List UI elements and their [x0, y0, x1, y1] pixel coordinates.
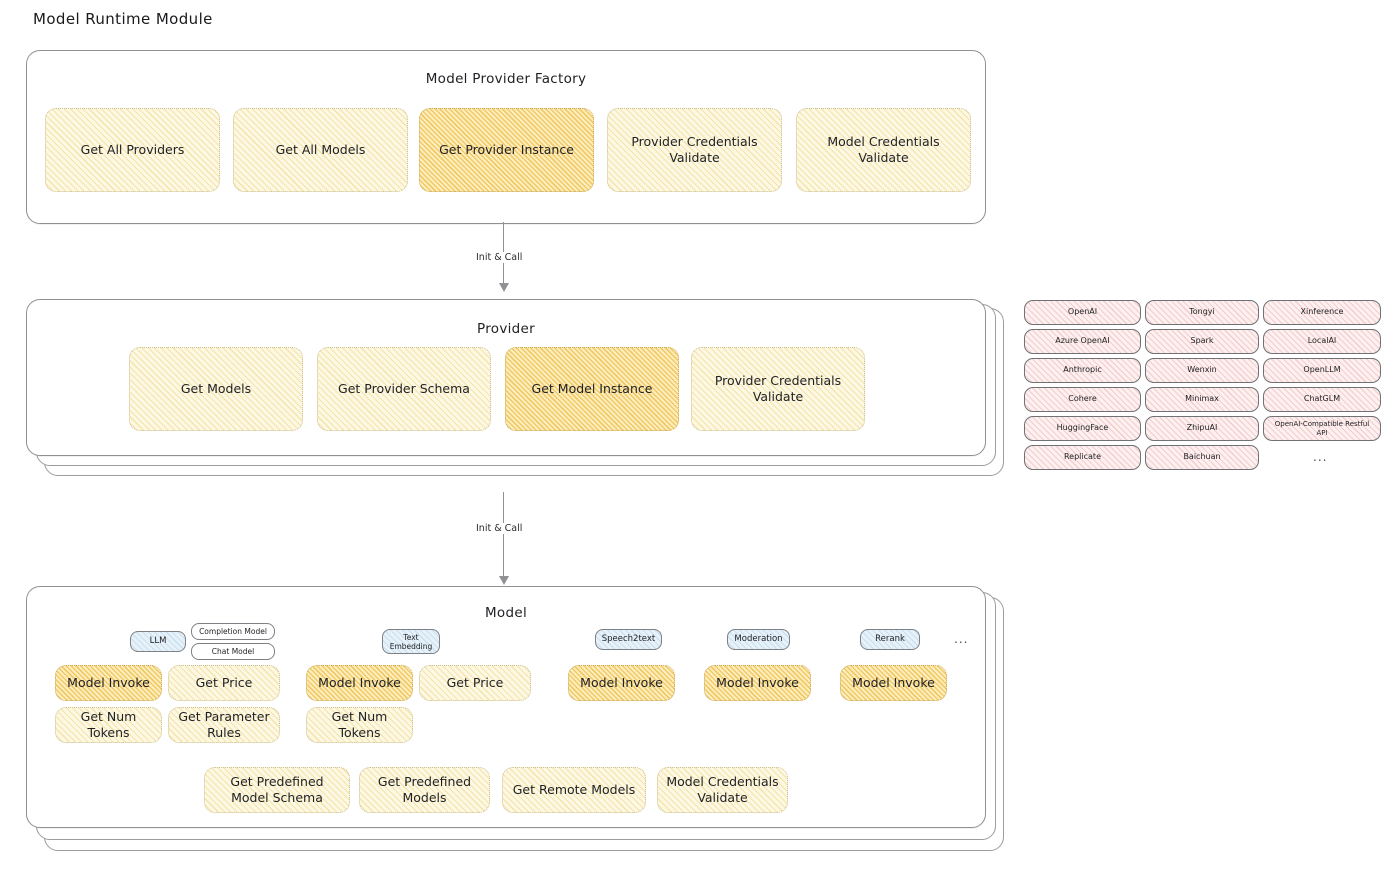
connector-2-label: Init & Call	[472, 523, 527, 534]
provider-pill-cohere[interactable]: Cohere	[1024, 387, 1141, 412]
provider-node-provider-credentials-validate[interactable]: Provider Credentials Validate	[691, 347, 865, 431]
provider-pill-huggingface[interactable]: HuggingFace	[1024, 416, 1141, 441]
provider-title: Provider	[477, 321, 535, 337]
model-sub-badge-chat-model[interactable]: Chat Model	[191, 643, 275, 660]
model-op-speech2text-model-invoke[interactable]: Model Invoke	[568, 665, 675, 701]
provider-list-more: ...	[1313, 450, 1328, 464]
model-type-badge-moderation[interactable]: Moderation	[727, 629, 790, 650]
model-op-llm-model-invoke[interactable]: Model Invoke	[55, 665, 162, 701]
provider-pill-replicate[interactable]: Replicate	[1024, 445, 1141, 470]
provider-pill-baichuan[interactable]: Baichuan	[1145, 445, 1259, 470]
model-op-text-embedding-get-price[interactable]: Get Price	[419, 665, 531, 701]
provider-pill-openllm[interactable]: OpenLLM	[1263, 358, 1381, 383]
provider-pill-openai[interactable]: OpenAI	[1024, 300, 1141, 325]
provider-pill-spark[interactable]: Spark	[1145, 329, 1259, 354]
model-provider-factory-box: Model Provider Factory Get All Providers…	[26, 50, 986, 224]
model-op-llm-get-num-tokens[interactable]: Get Num Tokens	[55, 707, 162, 743]
model-type-badge-text-embedding[interactable]: Text Embedding	[382, 629, 440, 654]
model-op-llm-get-parameter-rules[interactable]: Get Parameter Rules	[168, 707, 280, 743]
model-type-badge-speech2text[interactable]: Speech2text	[595, 629, 662, 650]
factory-node-provider-credentials-validate[interactable]: Provider Credentials Validate	[607, 108, 782, 192]
model-op-get-remote-models[interactable]: Get Remote Models	[502, 767, 646, 813]
provider-box: Provider Get Models Get Provider Schema …	[26, 299, 986, 456]
provider-pill-openai-compatible-restful-api[interactable]: OpenAI-Compatible Restful API	[1263, 416, 1381, 441]
model-op-model-credentials-validate[interactable]: Model Credentials Validate	[657, 767, 788, 813]
model-op-text-embedding-get-num-tokens[interactable]: Get Num Tokens	[306, 707, 413, 743]
provider-node-get-provider-schema[interactable]: Get Provider Schema	[317, 347, 491, 431]
model-title: Model	[484, 605, 528, 621]
model-box: Model LLM Completion Model Chat Model Mo…	[26, 586, 986, 828]
connector-1-label: Init & Call	[472, 252, 527, 263]
model-sub-badge-completion-model[interactable]: Completion Model	[191, 623, 275, 640]
provider-list: OpenAI Azure OpenAI Anthropic Cohere Hug…	[1024, 300, 1384, 475]
factory-node-model-credentials-validate[interactable]: Model Credentials Validate	[796, 108, 971, 192]
provider-pill-wenxin[interactable]: Wenxin	[1145, 358, 1259, 383]
provider-pill-xinference[interactable]: Xinference	[1263, 300, 1381, 325]
provider-pill-minimax[interactable]: Minimax	[1145, 387, 1259, 412]
factory-node-get-all-models[interactable]: Get All Models	[233, 108, 408, 192]
model-op-get-predefined-models[interactable]: Get Predefined Models	[359, 767, 490, 813]
model-op-text-embedding-model-invoke[interactable]: Model Invoke	[306, 665, 413, 701]
model-type-badge-llm[interactable]: LLM	[130, 631, 186, 652]
provider-pill-tongyi[interactable]: Tongyi	[1145, 300, 1259, 325]
factory-node-get-all-providers[interactable]: Get All Providers	[45, 108, 220, 192]
model-op-rerank-model-invoke[interactable]: Model Invoke	[840, 665, 947, 701]
provider-pill-chatglm[interactable]: ChatGLM	[1263, 387, 1381, 412]
provider-pill-azure-openai[interactable]: Azure OpenAI	[1024, 329, 1141, 354]
factory-node-get-provider-instance[interactable]: Get Provider Instance	[419, 108, 594, 192]
model-op-moderation-model-invoke[interactable]: Model Invoke	[704, 665, 811, 701]
provider-node-get-models[interactable]: Get Models	[129, 347, 303, 431]
model-type-badge-rerank[interactable]: Rerank	[860, 629, 920, 650]
provider-pill-localai[interactable]: LocalAI	[1263, 329, 1381, 354]
model-types-more: ...	[954, 632, 969, 646]
page-title: Model Runtime Module	[33, 10, 213, 28]
model-op-llm-get-price[interactable]: Get Price	[168, 665, 280, 701]
provider-node-get-model-instance[interactable]: Get Model Instance	[505, 347, 679, 431]
model-op-get-predefined-model-schema[interactable]: Get Predefined Model Schema	[204, 767, 350, 813]
provider-pill-anthropic[interactable]: Anthropic	[1024, 358, 1141, 383]
model-provider-factory-title: Model Provider Factory	[425, 71, 587, 87]
provider-pill-zhipuai[interactable]: ZhipuAI	[1145, 416, 1259, 441]
